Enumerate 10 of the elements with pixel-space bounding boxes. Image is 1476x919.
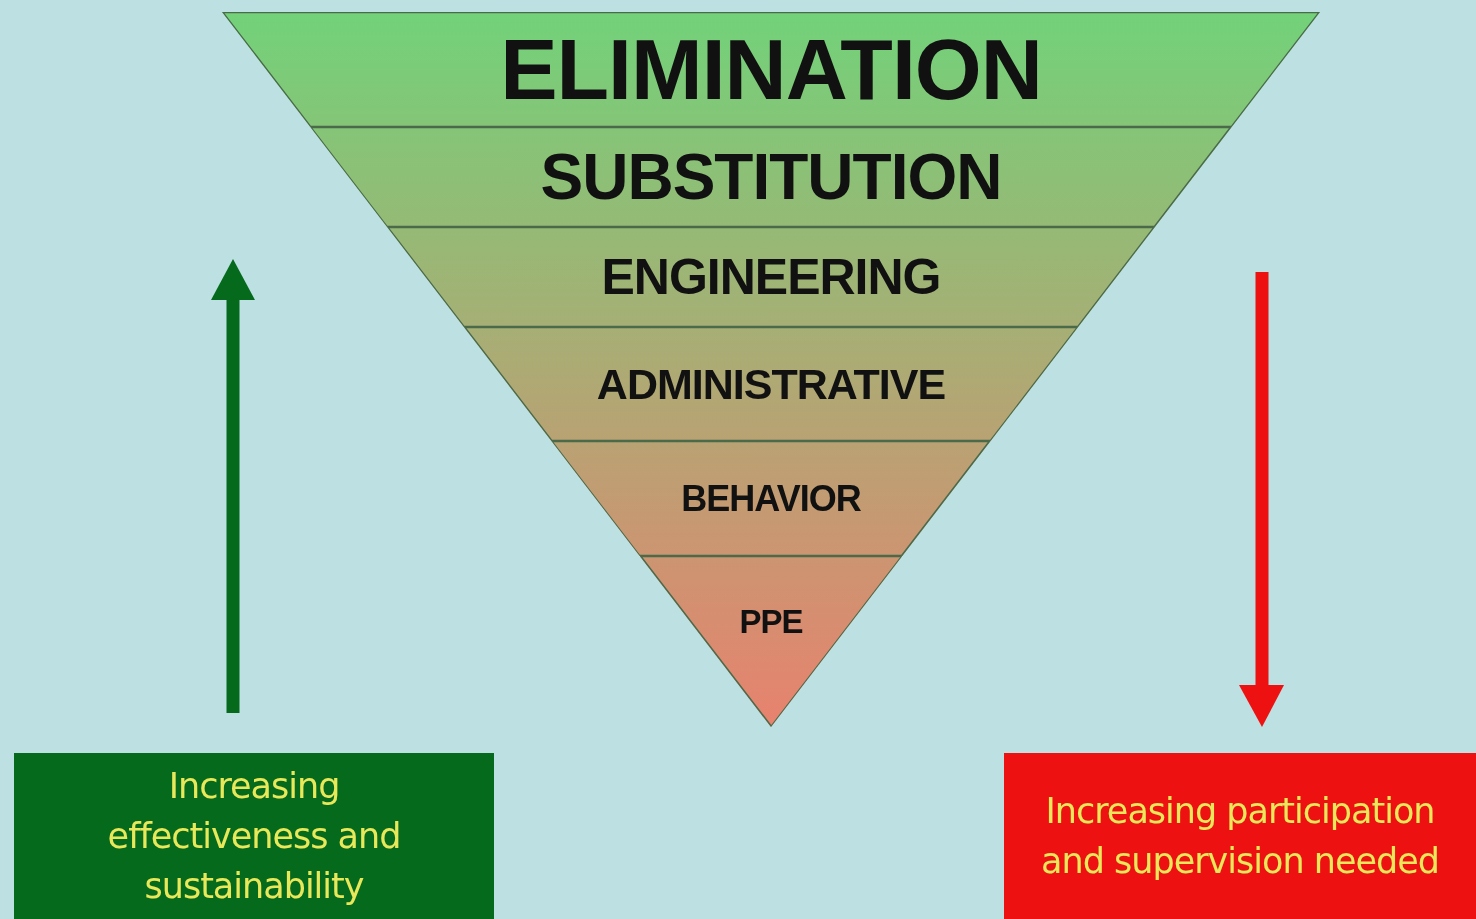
band-label: BEHAVIOR <box>681 477 861 520</box>
band-label: ENGINEERING <box>601 248 941 306</box>
band-label: SUBSTITUTION <box>540 140 1002 214</box>
band-label: PPE <box>739 602 803 641</box>
band-label: ELIMINATION <box>500 20 1042 119</box>
box-label: Increasing effectiveness and sustainability <box>106 765 402 908</box>
band-label: ADMINISTRATIVE <box>596 359 946 409</box>
label-box <box>14 753 494 919</box>
label-box <box>1004 753 1476 919</box>
box-label: Increasing participation and supervision needed <box>1040 790 1440 883</box>
